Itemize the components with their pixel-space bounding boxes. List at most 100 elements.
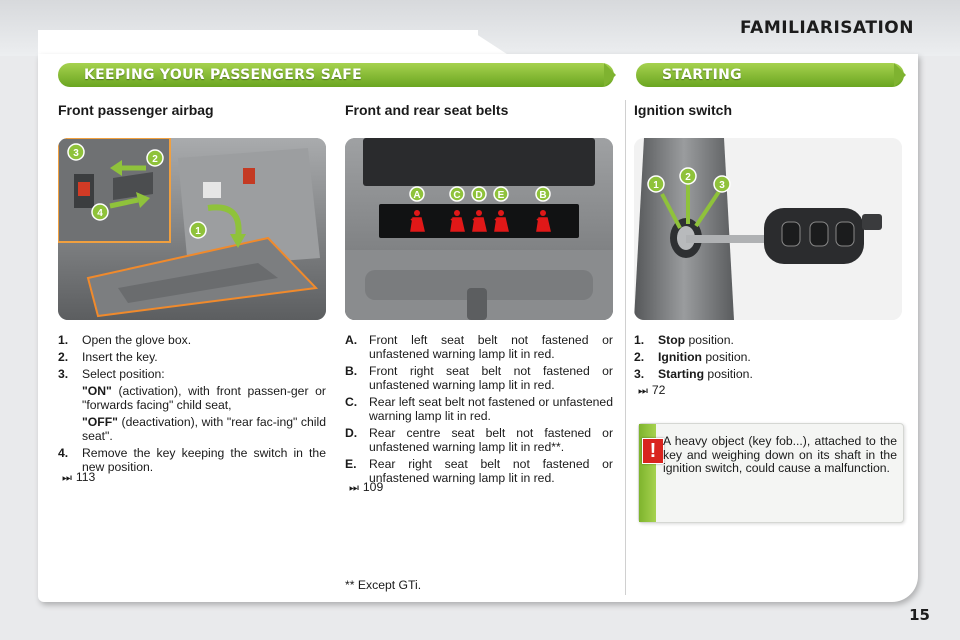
item-text: Stop position. xyxy=(658,333,902,347)
item-text: Rear right seat belt not fastened or unf… xyxy=(369,457,613,485)
item-text: Rear left seat belt not fastened or unfa… xyxy=(369,395,613,423)
position-suffix: position. xyxy=(702,350,751,364)
callout-A: A xyxy=(409,186,425,202)
step-number: 1. xyxy=(58,333,69,347)
fast-forward-icon: ⏭ xyxy=(638,385,648,397)
seatbelt-warning-icon xyxy=(450,210,465,232)
callout-D: D xyxy=(471,186,487,202)
ignition-callouts: 1 2 3 xyxy=(647,167,731,193)
item-number: 1. xyxy=(634,333,645,347)
warning-text: A heavy object (key fob...), attached to… xyxy=(663,434,897,475)
ignition-drawing xyxy=(634,138,902,320)
step-text: "OFF" (deactivation), with "rear fac-ing… xyxy=(82,415,326,443)
seatbelt-warning-icon xyxy=(472,210,487,232)
list-item: C.Rear left seat belt not fastened or un… xyxy=(345,395,613,423)
svg-text:1: 1 xyxy=(195,226,201,237)
svg-text:3: 3 xyxy=(719,180,725,191)
off-label: "OFF" xyxy=(82,415,118,429)
list-item: E. Rear right seat belt not fastened or u… xyxy=(345,457,613,485)
step-text: "ON" (activation), with front passen-ger… xyxy=(82,384,326,412)
callout-1: 1 xyxy=(189,221,207,239)
item-text: Front left seat belt not fastened or unf… xyxy=(369,333,613,361)
column-divider xyxy=(625,100,626,595)
item-letter: D. xyxy=(345,426,358,440)
glovebox-callouts: 3 2 4 1 xyxy=(67,143,207,239)
list-item-on: "ON" (activation), with front passen-ger… xyxy=(58,384,326,412)
item-text: Ignition position. xyxy=(658,350,902,364)
item-text: Front right seat belt not fastened or un… xyxy=(369,364,613,392)
item-number: 3. xyxy=(634,367,645,381)
item-text: Rear centre seat belt not fastened or un… xyxy=(369,426,613,454)
banner-passengers-safe-label: KEEPING YOUR PASSENGERS SAFE xyxy=(84,67,362,83)
item-letter: B. xyxy=(345,364,358,378)
seatbelts-page-ref[interactable]: ⏭109 xyxy=(349,480,383,495)
step-text: Insert the key. xyxy=(82,350,158,364)
list-item: 4.Remove the key keeping the switch in t… xyxy=(58,446,326,474)
callout-2: 2 xyxy=(146,149,164,167)
page-header-title: FAMILIARISATION xyxy=(740,18,914,38)
ignition-page-ref[interactable]: ⏭72 xyxy=(638,383,665,398)
on-text: (activation), with front passen-ger or "… xyxy=(82,384,326,412)
svg-text:4: 4 xyxy=(97,208,103,219)
seatbelt-lamp-illustration: A C D E B xyxy=(345,138,613,320)
fast-forward-icon: ⏭ xyxy=(62,472,72,484)
list-item: D. Rear centre seat belt not fastened or … xyxy=(345,426,613,454)
airbag-ref-number: 113 xyxy=(75,470,96,484)
callout-C: C xyxy=(449,186,465,202)
svg-text:D: D xyxy=(475,190,482,201)
item-number: 2. xyxy=(634,350,645,364)
svg-text:3: 3 xyxy=(73,148,79,159)
list-item: 3. Select position: xyxy=(58,367,326,381)
page-number: 15 xyxy=(909,606,930,624)
position-name: Stop xyxy=(658,333,686,347)
on-label: "ON" xyxy=(82,384,112,398)
step-text: Select position: xyxy=(82,367,165,381)
svg-text:B: B xyxy=(539,190,546,201)
airbag-steps: 1.Open the glove box. 2.Insert the key. … xyxy=(58,333,326,477)
banner-starting: STARTING xyxy=(636,63,906,87)
seatbelt-warning-icon xyxy=(494,210,509,232)
callout-E: E xyxy=(493,186,509,202)
step-number: 3. xyxy=(58,367,69,381)
list-item: 2. Ignition position. xyxy=(634,350,902,364)
svg-text:E: E xyxy=(498,190,505,201)
list-item: 1.Open the glove box. xyxy=(58,333,326,347)
banner-starting-label: STARTING xyxy=(662,67,742,83)
indent xyxy=(58,384,82,412)
seatbelts-section-title: Front and rear seat belts xyxy=(345,102,509,118)
svg-text:A: A xyxy=(413,190,420,201)
ignition-positions: 1. Stop position. 2. Ignition position. 3.… xyxy=(634,333,902,384)
item-text: Starting position. xyxy=(658,367,902,381)
callout-2: 2 xyxy=(679,167,697,185)
banner-passengers-safe: KEEPING YOUR PASSENGERS SAFE xyxy=(58,63,616,87)
svg-text:1: 1 xyxy=(653,180,659,191)
position-suffix: position. xyxy=(685,333,734,347)
svg-text:2: 2 xyxy=(152,154,158,165)
off-text: (deactivation), with "rear fac-ing" chil… xyxy=(82,415,326,443)
fast-forward-icon: ⏭ xyxy=(349,482,359,494)
airbag-page-ref[interactable]: ⏭113 xyxy=(62,470,95,485)
position-name: Ignition xyxy=(658,350,702,364)
warning-note: ! A heavy object (key fob...), attached … xyxy=(638,423,904,523)
step-number: 4. xyxy=(58,446,69,460)
exclamation-icon: ! xyxy=(642,438,664,464)
callout-1: 1 xyxy=(647,175,665,193)
item-letter: A. xyxy=(345,333,358,347)
seatbelt-items: A. Front left seat belt not fastened or u… xyxy=(345,333,613,488)
banner-arrow-icon xyxy=(894,63,906,87)
seatbelt-warning-icon xyxy=(536,210,551,232)
callout-B: B xyxy=(535,186,551,202)
seatbelts-ref-number: 109 xyxy=(362,480,384,494)
sheet-tab-slope xyxy=(470,30,510,56)
list-item: 1. Stop position. xyxy=(634,333,902,347)
ignition-section-title: Ignition switch xyxy=(634,102,732,118)
svg-text:C: C xyxy=(453,190,460,201)
glovebox-illustration: 3 2 4 1 xyxy=(58,138,326,320)
item-letter: E. xyxy=(345,457,357,471)
position-name: Starting xyxy=(658,367,705,381)
list-item-off: "OFF" (deactivation), with "rear fac-ing… xyxy=(58,415,326,443)
airbag-section-title: Front passenger airbag xyxy=(58,102,214,118)
list-item: 2.Insert the key. xyxy=(58,350,326,364)
indent xyxy=(58,415,82,443)
